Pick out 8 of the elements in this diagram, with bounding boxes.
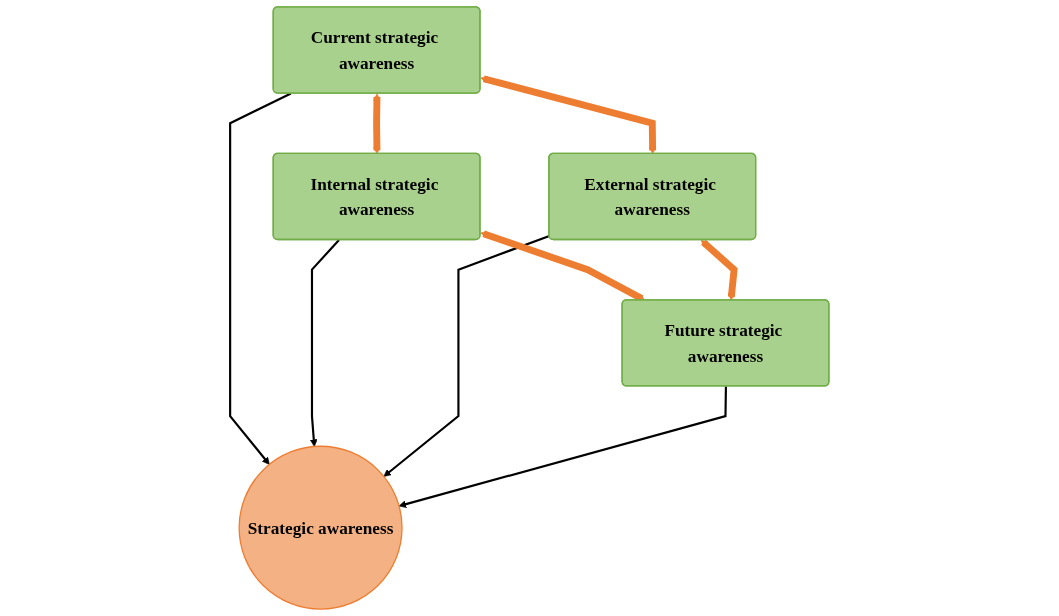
arrow <box>383 234 550 477</box>
arrow <box>398 386 727 508</box>
arrow <box>480 75 657 155</box>
arrow <box>229 92 292 465</box>
node-circle: Strategic awareness <box>238 445 403 610</box>
arrow <box>700 239 738 301</box>
arrow <box>310 239 340 447</box>
arrow <box>373 93 381 155</box>
